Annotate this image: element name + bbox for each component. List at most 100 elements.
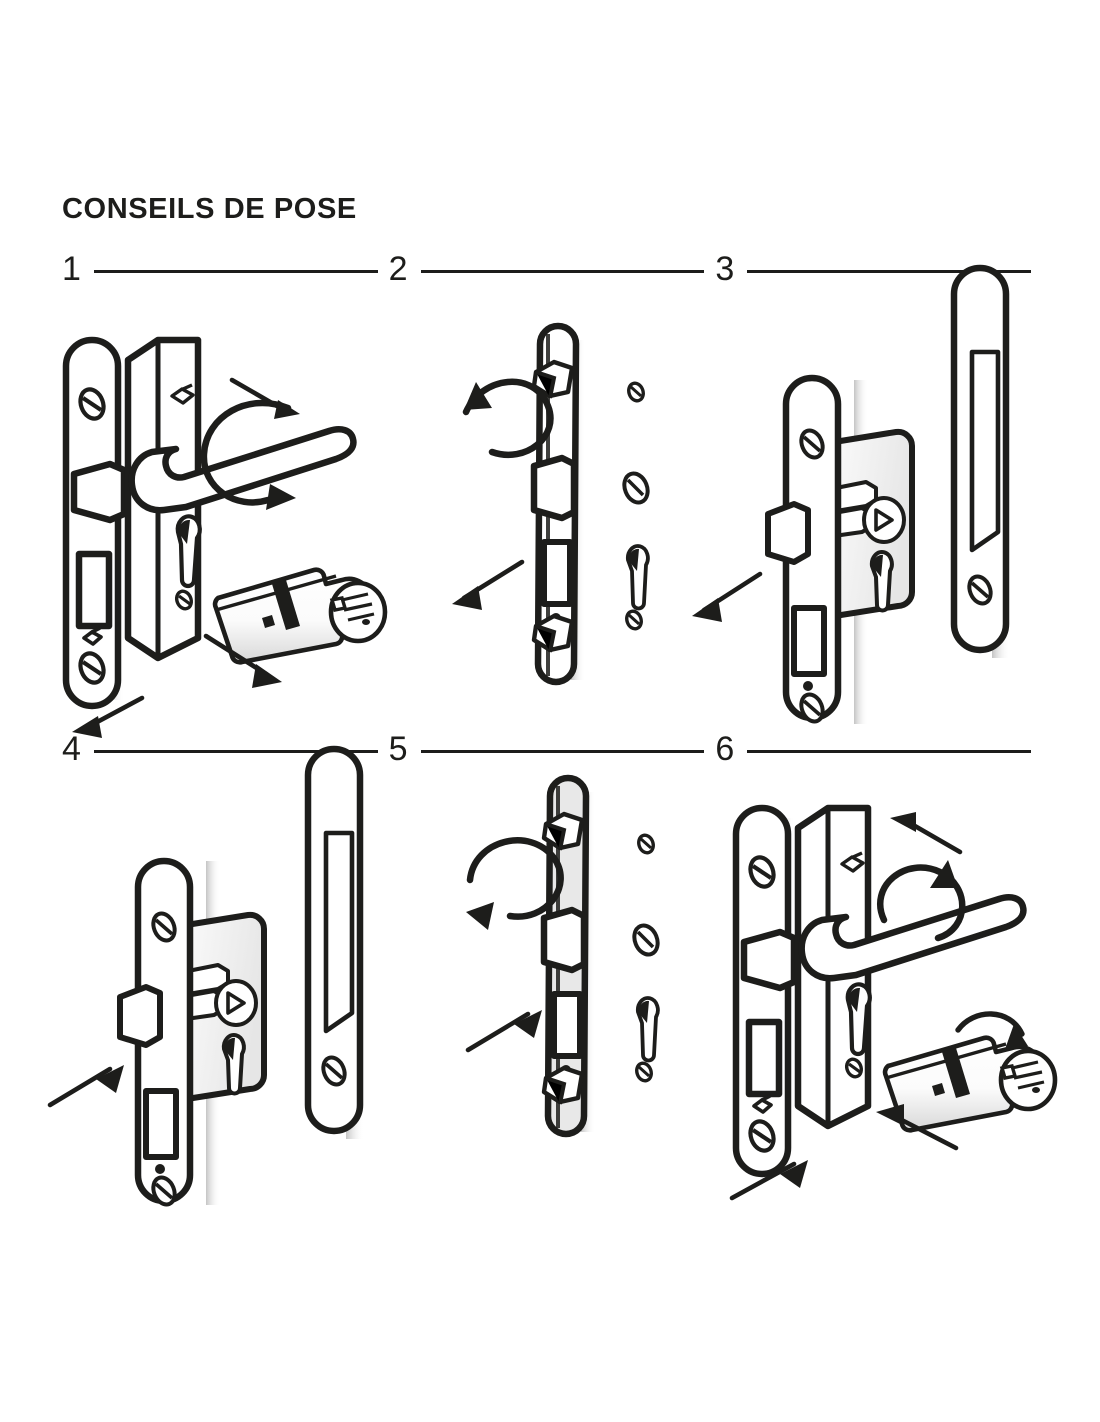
plate-screw xyxy=(840,851,865,873)
screw-hole-top xyxy=(748,855,776,889)
arrow-rotate-counter-clockwise xyxy=(462,378,554,459)
faceplate xyxy=(732,804,798,1178)
fixing-screw-small xyxy=(752,1094,773,1114)
screw-hole-bottom xyxy=(799,692,825,724)
fixing-screw-bottom xyxy=(541,1065,585,1105)
screw-hole-lower xyxy=(635,1061,653,1083)
screw-hole-bottom xyxy=(748,1119,776,1153)
latch-bolt xyxy=(765,501,811,565)
deadbolt-slot xyxy=(541,539,573,607)
latch-bolt xyxy=(70,460,128,524)
deadbolt-slot xyxy=(791,605,827,677)
divider-rule-2 xyxy=(420,269,705,273)
keyhole xyxy=(175,514,202,589)
fixing-screw-top xyxy=(531,359,575,399)
divider-rule-1 xyxy=(93,269,378,273)
arrow-pull-out-down-left xyxy=(72,695,145,738)
plate-screw xyxy=(170,383,195,405)
door-edge-holes xyxy=(632,833,660,1083)
deadbolt-slot xyxy=(75,550,113,630)
faceplate-edge xyxy=(530,322,580,686)
arrow-insert-up-right xyxy=(465,1010,542,1053)
arrow-remove-down-left xyxy=(452,559,525,610)
arrow-pull-out-right xyxy=(229,377,300,419)
plate-screw-lower xyxy=(174,589,194,611)
case-keyhole xyxy=(869,550,894,613)
step-number-5: 5 xyxy=(388,730,408,768)
arrow-rotate-clockwise xyxy=(200,399,296,510)
door-edge-mortise xyxy=(950,264,1010,658)
arrow-push-in-up-right xyxy=(729,1160,808,1201)
step-number-6: 6 xyxy=(715,730,735,768)
latch-bolt xyxy=(740,928,798,992)
arrow-cylinder-rotate xyxy=(955,1011,1028,1052)
arrow-push-in-left xyxy=(890,812,963,855)
deadbolt-slot xyxy=(745,1018,783,1098)
arrow-rotate-clockwise xyxy=(876,860,966,942)
plate-screw-lower xyxy=(844,1057,864,1079)
fixing-screw-small xyxy=(82,626,103,646)
screw-hole-lower xyxy=(625,609,643,631)
arrow-insert-up-right xyxy=(47,1065,124,1108)
case-keyhole xyxy=(221,1033,246,1096)
divider-rule-6 xyxy=(747,749,1032,753)
step-number-3: 3 xyxy=(715,250,735,288)
latch-bolt xyxy=(530,454,578,522)
screw-hole-upper xyxy=(627,381,645,403)
screw-hole-bottom xyxy=(967,574,993,606)
step-number-4: 4 xyxy=(62,730,81,768)
faceplate-edge xyxy=(540,774,590,1138)
page-title: CONSEILS DE POSE xyxy=(62,193,357,225)
arrow-remove-down-left xyxy=(692,571,763,622)
figure-step-1 xyxy=(46,300,406,738)
lock-faceplate xyxy=(765,374,842,724)
spindle-hole xyxy=(622,471,650,505)
arrow-pull-out-down-right xyxy=(203,633,282,688)
screw-hole-upper xyxy=(637,833,655,855)
spindle-follower xyxy=(214,979,258,1027)
door-edge-mortise xyxy=(304,745,364,1139)
fixing-screw-top xyxy=(541,811,585,851)
figure-step-2 xyxy=(436,320,686,700)
divider-row-bottom: 4 5 6 xyxy=(62,729,1042,773)
euro-cylinder xyxy=(203,567,388,688)
pin-hole xyxy=(803,681,813,691)
step-number-2: 2 xyxy=(388,250,408,288)
screw-hole-bottom xyxy=(321,1055,347,1087)
key xyxy=(328,580,388,644)
divider-rule-5 xyxy=(420,749,705,753)
spindle-hole xyxy=(632,923,660,957)
faceplate xyxy=(62,336,128,710)
door-edge-holes xyxy=(622,381,650,631)
lever-handle xyxy=(798,894,1027,982)
arrow-rotate-counter-clockwise xyxy=(466,837,564,930)
keyhole-door-edge xyxy=(625,544,650,611)
arrow-push-in-left-lower xyxy=(876,1104,959,1151)
fixing-screw-bottom xyxy=(531,613,575,653)
screw-hole-top xyxy=(151,911,177,943)
lever-handle xyxy=(128,426,357,514)
screw-hole-top xyxy=(799,428,825,460)
keyhole xyxy=(845,982,872,1057)
step-number-1: 1 xyxy=(62,250,81,288)
figure-step-3 xyxy=(690,264,1060,748)
divider-rule-3 xyxy=(747,269,1032,273)
screw-hole-bottom xyxy=(151,1175,177,1207)
divider-rule-4 xyxy=(93,749,378,753)
figure-step-5 xyxy=(446,772,696,1152)
deadbolt-slot xyxy=(143,1088,179,1160)
screw-hole-bottom xyxy=(78,651,106,685)
keyhole-door-edge xyxy=(635,996,660,1063)
spindle-follower xyxy=(862,496,906,544)
lock-faceplate xyxy=(117,857,194,1207)
divider-row-top: 1 2 3 xyxy=(62,249,1042,293)
key xyxy=(998,1048,1058,1112)
figure-step-6 xyxy=(716,768,1086,1218)
figure-step-4 xyxy=(34,745,404,1225)
latch-bolt xyxy=(117,984,163,1048)
pin-hole xyxy=(155,1164,165,1174)
latch-bolt xyxy=(540,906,588,974)
deadbolt-slot xyxy=(551,991,583,1059)
screw-hole-top xyxy=(78,387,106,421)
